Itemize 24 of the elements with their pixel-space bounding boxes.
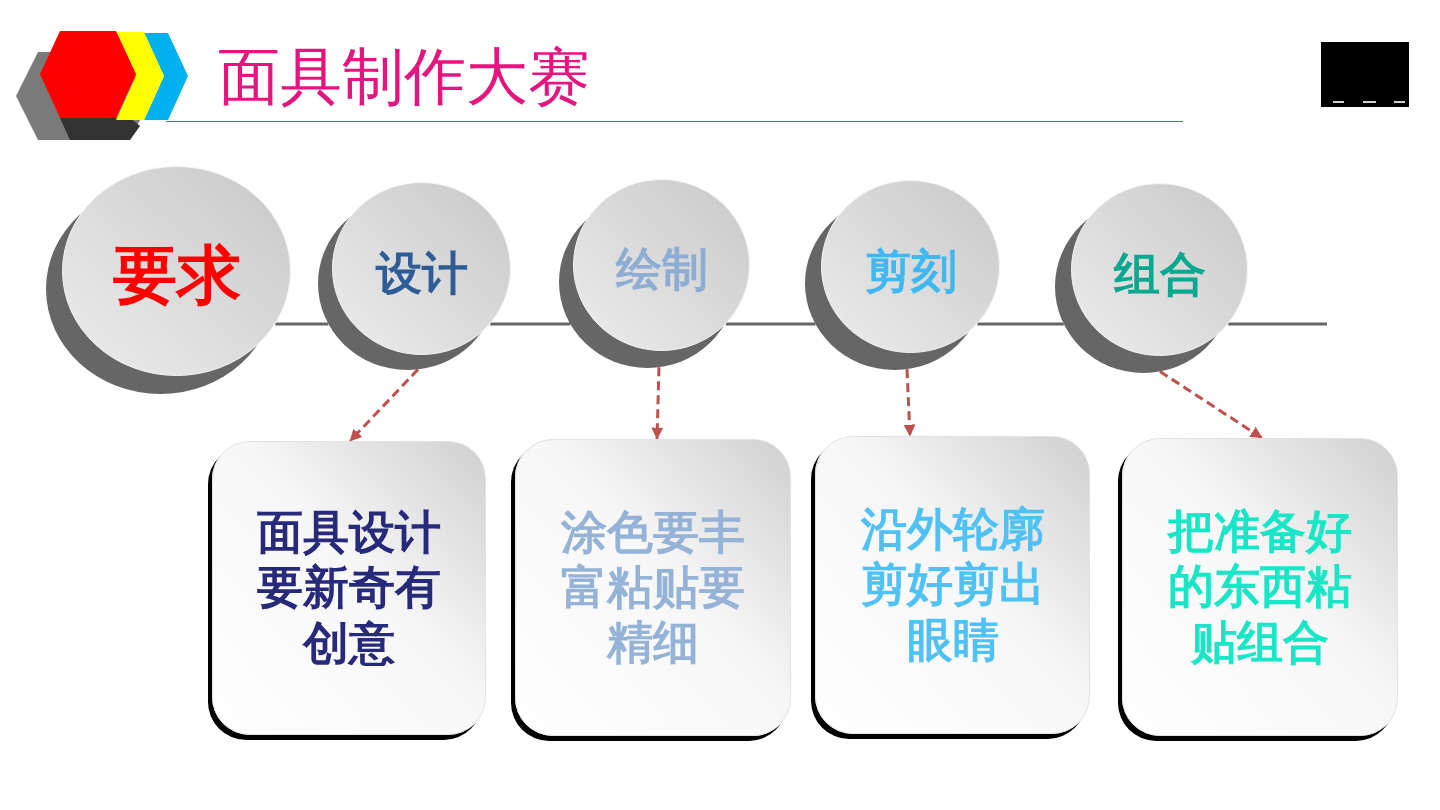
- dashed-arrow: [1159, 370, 1263, 440]
- step-title: 绘制: [615, 246, 708, 292]
- step-title: 组合: [1113, 250, 1206, 297]
- connector-line: [275, 322, 329, 326]
- step-title: 要求: [112, 243, 241, 307]
- connector-line: [725, 322, 816, 326]
- connector-line: [1228, 322, 1327, 326]
- dashed-arrow: [348, 368, 420, 443]
- step-description: 面具设计要新奇有创意: [256, 505, 442, 671]
- step-circle: [318, 182, 511, 370]
- step-description: 沿外轮廓剪好剪出眼睛: [859, 502, 1046, 668]
- step-circle: [805, 180, 1000, 370]
- connector-line: [977, 322, 1064, 326]
- step-description: 涂色要丰富粘贴要精细: [560, 504, 746, 671]
- step-circle: [1055, 183, 1248, 373]
- step-title: 设计: [375, 249, 468, 296]
- step-title: 剪刻: [864, 247, 957, 294]
- step-description: 把准备好的东西粘贴组合: [1166, 504, 1353, 670]
- dashed-arrow: [651, 367, 664, 440]
- step-circle: [46, 166, 291, 394]
- connector-line: [490, 322, 571, 326]
- title: 面具制作大赛: [218, 46, 590, 108]
- dashed-arrow: [903, 369, 916, 437]
- step-circle: [559, 179, 750, 368]
